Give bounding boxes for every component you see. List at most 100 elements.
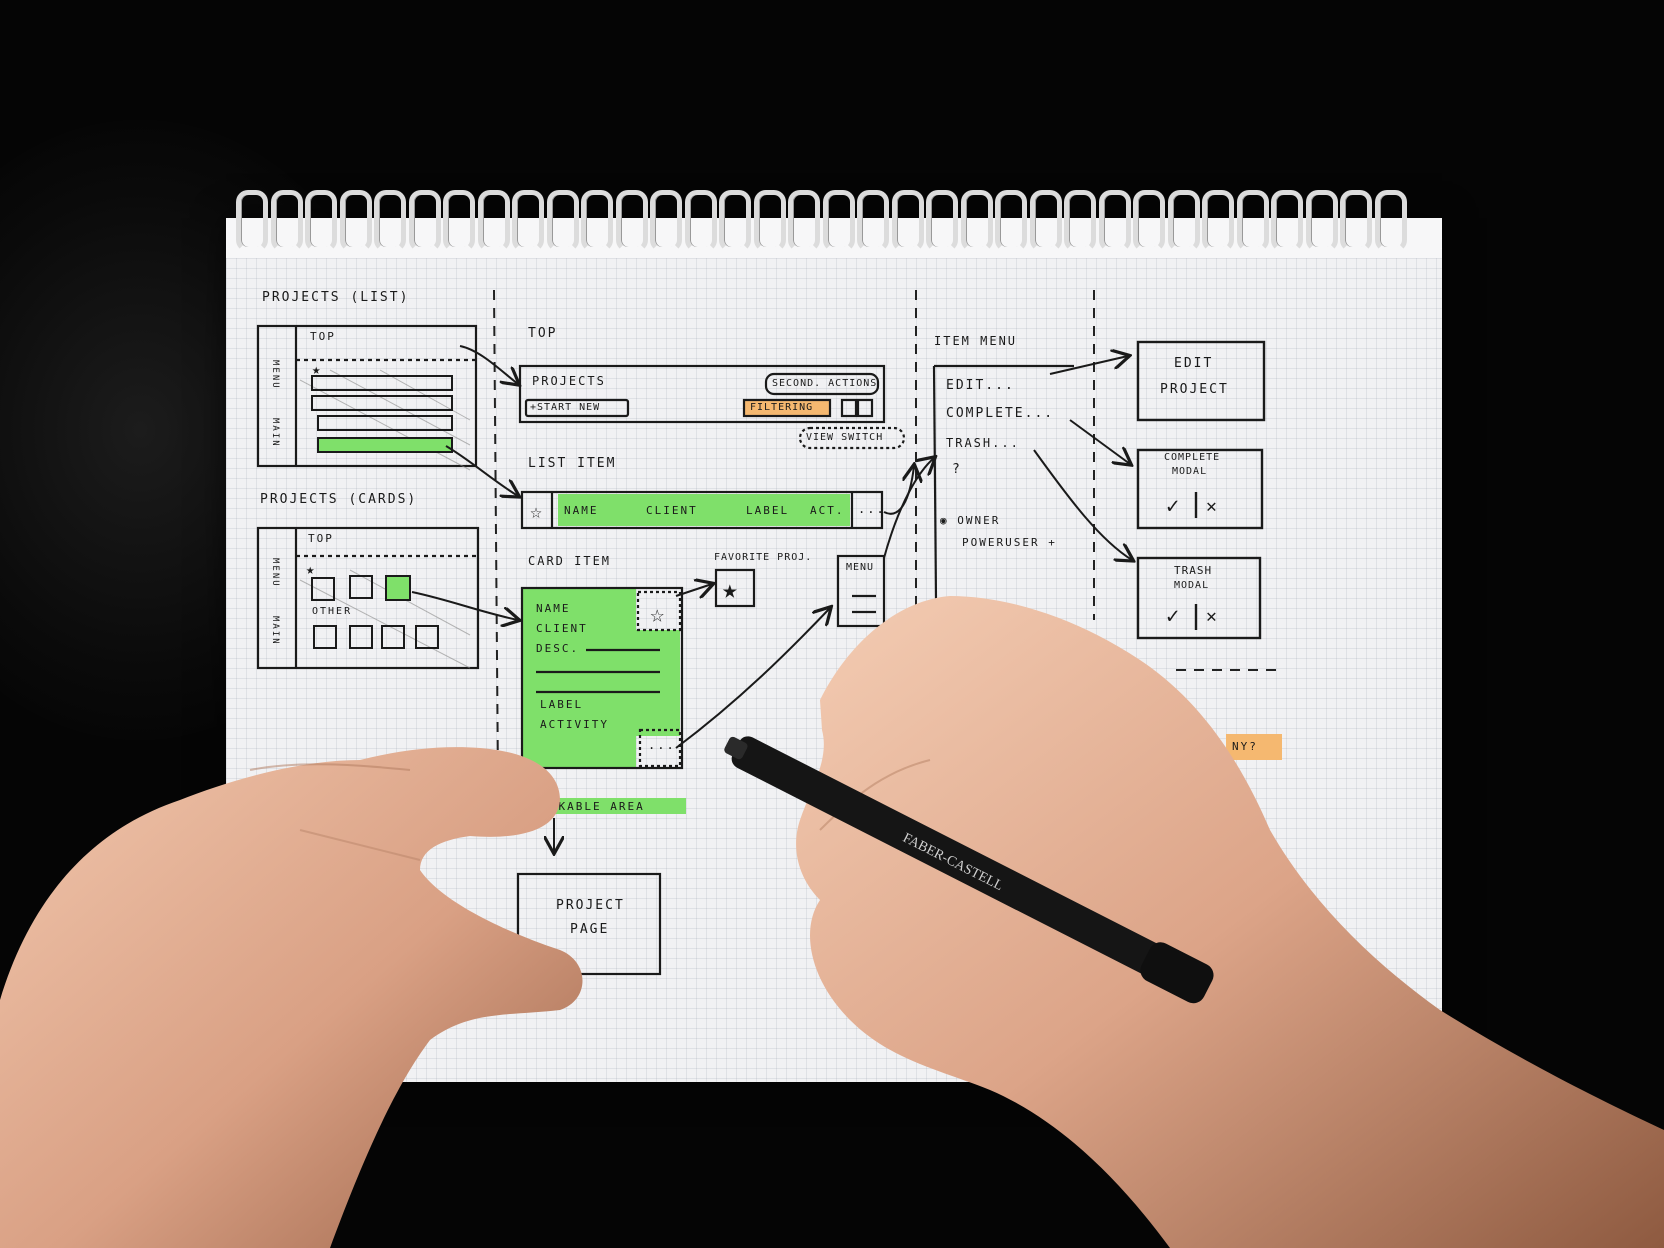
spiral-ring: [305, 190, 337, 252]
spiral-ring: [1133, 190, 1165, 252]
item-menu-question: ?: [952, 462, 962, 477]
cards-menu-label: MENU: [270, 558, 280, 588]
card-activity: ACTIVITY: [540, 718, 609, 731]
project-page-label-2: PAGE: [570, 922, 610, 937]
complete-modal-box: [1136, 448, 1264, 530]
list-item-client: CLIENT: [646, 504, 698, 517]
list-top-label: TOP: [310, 330, 336, 343]
spiral-ring: [1374, 190, 1407, 252]
item-menu-complete: COMPLETE...: [946, 406, 1055, 421]
spiral-binding: [236, 190, 1416, 252]
spiral-ring: [684, 190, 717, 252]
edit-project-label-1: EDIT: [1174, 356, 1214, 371]
item-menu-title: ITEM MENU: [934, 334, 1018, 348]
spiral-ring: [1029, 190, 1062, 252]
favorite-label: FAVORITE PROJ.: [714, 552, 813, 563]
filtering-highlight: [742, 398, 832, 418]
list-item-wireframe: [520, 490, 884, 530]
spiral-ring: [615, 190, 648, 252]
spiral-ring: [926, 190, 958, 252]
card-item-wireframe: [520, 586, 684, 770]
cards-wireframe-frame: [256, 526, 480, 670]
trash-cross: ✕: [1206, 606, 1217, 627]
partial-tag-label: ny?: [1232, 740, 1258, 753]
trash-check: ✓: [1166, 604, 1180, 629]
spiral-ring: [1202, 190, 1234, 252]
spiral-ring: [339, 190, 372, 252]
complete-modal-label-2: MODAL: [1172, 466, 1208, 477]
spiral-ring: [788, 190, 820, 252]
view-switch-label: VIEW SWITCH: [806, 432, 884, 443]
spiral-ring: [1167, 190, 1200, 252]
list-item-dots: ...: [858, 502, 886, 516]
svg-text:★: ★: [722, 575, 738, 605]
list-item-name: NAME: [564, 504, 599, 517]
clickable-area-label: CLICKABLE AREA: [524, 800, 645, 813]
spiral-ring: [719, 190, 751, 252]
card-dots: ...: [648, 738, 676, 752]
spiral-ring: [236, 190, 268, 252]
divider-1: [493, 289, 499, 781]
card-item-highlight: [522, 588, 680, 768]
spiral-ring: [581, 190, 613, 252]
svg-text:☆: ☆: [650, 600, 664, 628]
filtering-label: FILTERING: [750, 402, 814, 413]
trash-modal-label-1: TRASH: [1174, 564, 1213, 577]
card-thumb-highlight: [385, 575, 411, 601]
item-menu-trash: TRASH...: [946, 436, 1020, 450]
card-client: CLIENT: [536, 622, 588, 635]
cards-section-title: PROJECTS (CARDS): [260, 492, 418, 507]
item-menu-edit: EDIT...: [946, 378, 1015, 393]
list-wireframe-frame: [256, 324, 478, 468]
spiral-ring: [650, 190, 682, 252]
spiral-ring: [1271, 190, 1303, 252]
spiral-ring: [857, 190, 889, 252]
cards-top-label: TOP: [308, 532, 334, 545]
projects-label: PROJECTS: [532, 374, 606, 388]
spiral-ring: [443, 190, 475, 252]
list-item-highlight: [558, 494, 850, 526]
spiral-ring: [822, 190, 855, 252]
spiral-ring: [1098, 190, 1131, 252]
card-name: NAME: [536, 602, 571, 615]
spiral-ring: [1236, 190, 1269, 252]
card-label: LABEL: [540, 698, 584, 711]
menu-label: MENU: [846, 562, 875, 573]
spiral-ring: [477, 190, 510, 252]
spiral-ring: [408, 190, 441, 252]
card-desc: DESC.: [536, 642, 580, 655]
project-page-label-1: PROJECT: [556, 898, 625, 913]
svg-text:☆: ☆: [530, 499, 542, 523]
poweruser-label: POWERUSER +: [962, 536, 1057, 549]
list-main-label: MAIN: [270, 418, 280, 448]
spiral-ring: [995, 190, 1027, 252]
list-item-label-col: LABEL: [746, 504, 790, 517]
start-new-label: +START NEW: [530, 402, 601, 413]
spiral-ring: [1305, 190, 1338, 252]
edit-project-box: [1136, 340, 1266, 422]
spiral-ring: [270, 190, 303, 252]
list-menu-label: MENU: [270, 360, 280, 390]
complete-modal-label-1: COMPLETE: [1164, 452, 1221, 463]
spiral-ring: [960, 190, 993, 252]
owner-label: ◉ OWNER: [940, 514, 1001, 527]
list-item-act: ACT.: [810, 504, 845, 517]
spiral-ring: [1340, 190, 1372, 252]
svg-text:★: ★: [306, 562, 315, 578]
list-item-label: LIST ITEM: [528, 456, 617, 471]
card-item-label: CARD ITEM: [528, 554, 612, 568]
list-row-highlight: [317, 437, 453, 453]
list-section-title: PROJECTS (LIST): [262, 290, 410, 305]
spiral-ring: [1064, 190, 1096, 252]
owner-text: OWNER: [957, 514, 1001, 527]
top-label: TOP: [528, 326, 558, 341]
spiral-ring: [546, 190, 579, 252]
complete-cross: ✕: [1206, 496, 1217, 517]
spiral-ring: [753, 190, 786, 252]
svg-text:★: ★: [312, 362, 321, 378]
spiral-ring: [512, 190, 544, 252]
trash-modal-label-2: MODAL: [1174, 580, 1210, 591]
edit-project-label-2: PROJECT: [1160, 382, 1229, 397]
